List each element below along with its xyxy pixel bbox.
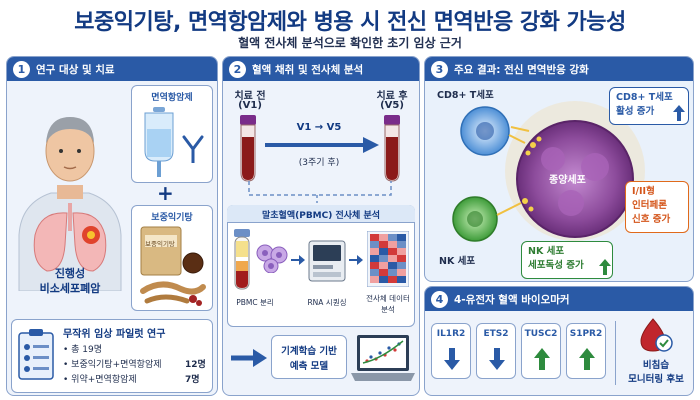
panel-title: 주요 결과: 전신 면역반응 강화 — [454, 63, 589, 76]
biomarker-name: TUSC2 — [524, 329, 558, 339]
clipboard-group-icon — [18, 329, 54, 380]
herbal-package-icon — [140, 226, 206, 306]
trial-title: 무작위 임상 파일럿 연구 — [63, 329, 166, 340]
page-subtitle: 혈액 전사체 분석으로 확인한 초기 임상 근거 — [238, 36, 462, 50]
trial-group-2-count: 7명 — [185, 375, 200, 385]
immune-scene-illustration — [452, 101, 648, 242]
ifn-callout-line2: 인터페론 — [632, 200, 667, 211]
flow-arrow-icon — [349, 255, 363, 265]
pbmc-header — [227, 205, 415, 223]
patient-label-line2: 비소세포폐암 — [39, 282, 101, 295]
before-label-line1: 치료 전 — [234, 91, 266, 102]
immunotherapy-label: 면역항암제 — [151, 93, 193, 103]
patient-label-line1: 진행성 — [54, 267, 86, 280]
trial-group-1: • 보중익기탕+면역항암제 — [63, 360, 162, 370]
cd8-up-arrow-icon — [673, 105, 685, 121]
panel-biomarkers: 4 4-유전자 혈액 바이오마커 IL1R2 ETS2 TUSC2 S1PR2 … — [424, 286, 694, 396]
biomarker-name: ETS2 — [483, 329, 509, 339]
cd8-callout-line1: CD8+ T세포 — [616, 92, 673, 103]
herbal-medicine-label: 보중익기탕 — [151, 213, 193, 223]
pbmc-step-3-line2: 분석 — [381, 305, 395, 314]
up-arrow-icon — [579, 348, 595, 370]
panel-number-badge: 1 — [13, 60, 30, 78]
pbmc-step-1: PBMC 분리 — [236, 298, 274, 307]
before-label-line2: (V1) — [238, 100, 262, 111]
flow-arrow-icon — [291, 255, 305, 265]
tumor-cell-label: 종양세포 — [549, 175, 586, 186]
ml-model-box — [271, 335, 347, 379]
biomarker-name: S1PR2 — [569, 329, 603, 339]
panel-header: 1 연구 대상 및 치료 — [7, 57, 217, 81]
plus-sign: + — [157, 181, 174, 205]
after-label-line1: 치료 후 — [376, 91, 408, 102]
blood-tube-after-icon — [384, 115, 400, 182]
ml-model-line2: 예측 모델 — [289, 361, 329, 372]
divider — [615, 321, 616, 385]
panel-title: 연구 대상 및 치료 — [36, 63, 115, 76]
blood-drop-icon — [640, 318, 673, 352]
up-arrow-icon — [534, 348, 550, 370]
herbal-package-label: 보중익기탕 — [145, 240, 175, 248]
panel-title: 혈액 채취 및 전사체 분석 — [252, 63, 364, 76]
cell-cluster-icon — [256, 244, 288, 273]
ifn-callout-line3: 신호 증가 — [632, 214, 671, 225]
after-label-line2: (V5) — [380, 100, 404, 111]
trial-group-2: • 위약+면역항암제 — [63, 375, 137, 385]
page-title: 보중익기탕, 면역항암제와 병용 시 전신 면역반응 강화 가능성 — [74, 10, 626, 35]
panel-header: 4 4-유전자 혈액 바이오마커 — [425, 287, 693, 311]
panel-blood-transcriptome: 2 혈액 채취 및 전사체 분석 치료 전 (V1) 치료 후 (V5) V1 … — [222, 56, 420, 396]
interferon-callout: I/II형 인터페론 신호 증가 — [625, 181, 689, 233]
nk-cell-label: NK 세포 — [439, 256, 476, 267]
patient-illustration — [18, 117, 122, 291]
biomarker-tusc2: TUSC2 — [521, 323, 561, 379]
pbmc-tube-icon — [234, 229, 250, 290]
nk-cytotoxicity-callout: NK 세포 세포독성 증가 — [521, 241, 613, 279]
iv-bag-icon — [144, 107, 174, 177]
laptop-chart-icon — [351, 335, 415, 381]
panel-number-badge: 2 — [229, 60, 246, 78]
biomarker-il1r2: IL1R2 — [431, 323, 471, 379]
blood-tube-before-icon — [240, 115, 256, 182]
ifn-callout-line1: I/II형 — [632, 186, 655, 197]
down-arrow-icon — [489, 348, 505, 370]
nk-up-arrow-icon — [599, 259, 611, 275]
panel-study-subjects: 1 연구 대상 및 치료 진행성 비소세포폐암 면역항암제 + 보중익기탕 — [6, 56, 218, 396]
nk-callout-line1: NK 세포 — [528, 246, 565, 257]
panel-number-badge: 4 — [431, 290, 448, 308]
pbmc-step-3-line1: 전사체 데이터 — [366, 294, 410, 303]
pbmc-step-2: RNA 시퀀싱 — [307, 298, 347, 307]
ml-model-line1: 기계학습 기반 — [281, 346, 337, 357]
biomarker-name: IL1R2 — [436, 329, 466, 339]
timeline-label: V1 → V5 — [296, 122, 342, 133]
panel-number-badge: 3 — [431, 60, 448, 78]
biomarker-s1pr2: S1PR2 — [566, 323, 606, 379]
panel-key-results: 3 주요 결과: 전신 면역반응 강화 — [424, 56, 694, 282]
noninvasive-label: 비침습 — [642, 360, 670, 371]
trial-total: • 총 19명 — [63, 345, 103, 355]
heatmap-icon — [367, 231, 409, 287]
panel-header: 2 혈액 채취 및 전사체 분석 — [223, 57, 419, 81]
timeline-arrow-icon — [265, 137, 379, 153]
panel-title: 4-유전자 혈액 바이오마커 — [454, 293, 570, 306]
cd8-callout-line2: 활성 증가 — [616, 106, 655, 117]
biomarker-ets2: ETS2 — [476, 323, 516, 379]
antibody-icon — [182, 135, 204, 163]
monitoring-candidate-label: 모니터링 후보 — [628, 374, 684, 385]
cd8-cell-label: CD8+ T세포 — [437, 90, 494, 101]
sequencer-icon — [308, 240, 346, 282]
down-arrow-icon — [444, 348, 460, 370]
cd8-activity-callout: CD8+ T세포 활성 증가 — [609, 87, 689, 125]
ml-arrow-icon — [231, 349, 267, 367]
cycle-label: (3주기 후) — [298, 158, 340, 168]
dashed-connector — [248, 181, 392, 203]
pbmc-title: 말초혈액(PBMC) 전사체 분석 — [261, 211, 381, 221]
panel-header: 3 주요 결과: 전신 면역반응 강화 — [425, 57, 693, 81]
nk-callout-line2: 세포독성 증가 — [528, 260, 584, 271]
trial-group-1-count: 12명 — [185, 360, 206, 370]
